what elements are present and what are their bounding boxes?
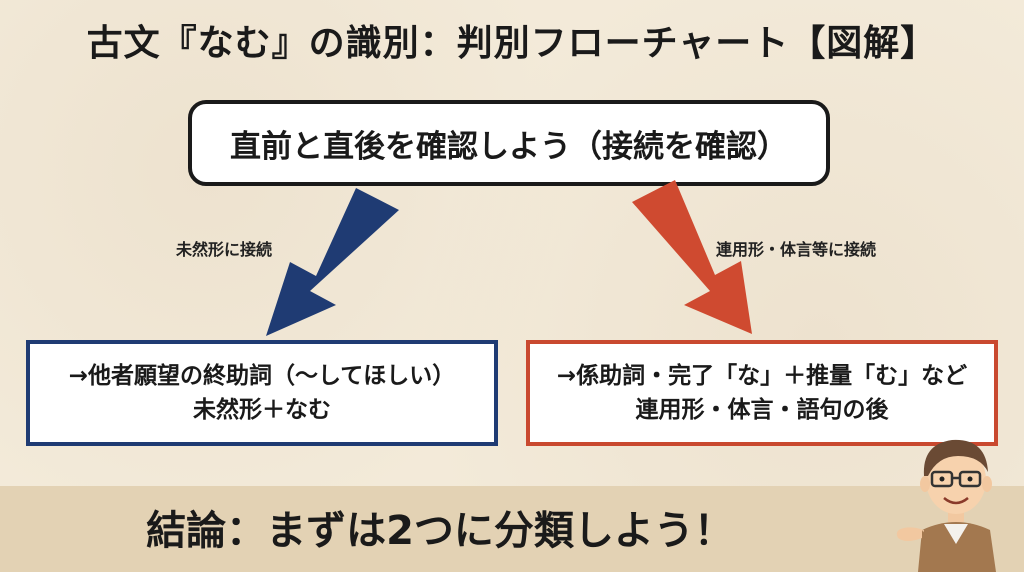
question-text: 直前と直後を確認しよう（接続を確認） [230, 128, 788, 165]
right-arrow-label: 連用形・体言等に接続 [716, 240, 877, 259]
conclusion-band [0, 486, 1024, 572]
wish-particle-box: →他者願望の終助詞（〜してほしい） 未然形＋なむ [26, 340, 498, 446]
other-nam-form: 連用形・体言・語句の後 [635, 397, 889, 423]
question-box: 直前と直後を確認しよう（接続を確認） [188, 100, 830, 186]
left-arrow [266, 188, 399, 336]
right-arrow [632, 180, 752, 334]
other-nam-title: →係助詞・完了「な」＋推量「む」など [556, 362, 968, 389]
teacher-illustration [896, 439, 996, 572]
wish-particle-form: 未然形＋なむ [193, 397, 331, 423]
wish-particle-title: →他者願望の終助詞（〜してほしい） [68, 362, 456, 389]
other-nam-box: →係助詞・完了「な」＋推量「む」など 連用形・体言・語句の後 [526, 340, 998, 446]
left-arrow-label: 未然形に接続 [176, 240, 273, 259]
page-title: 古文『なむ』の識別：判別フローチャート【図解】 [86, 23, 938, 64]
conclusion-text: 結論：まずは2つに分類しよう！ [146, 508, 734, 554]
